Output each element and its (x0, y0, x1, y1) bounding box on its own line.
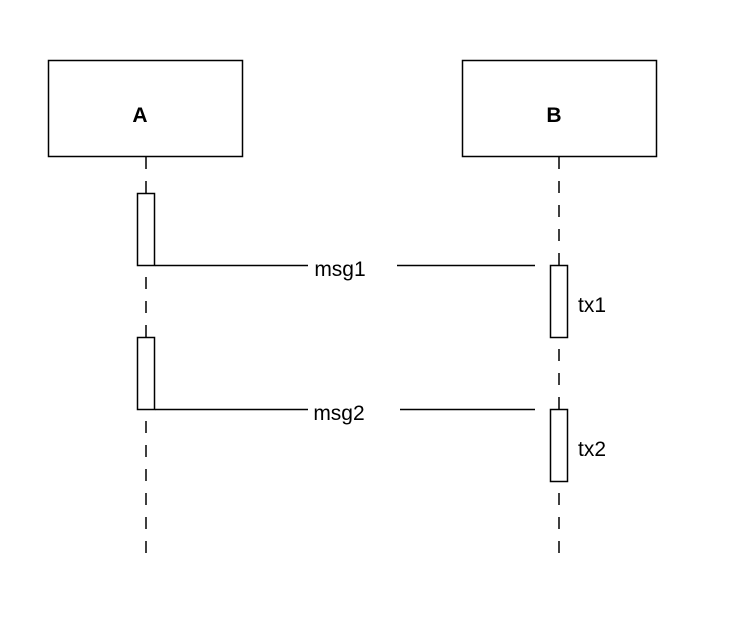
activation-a-2 (136, 336, 156, 411)
activation-label-tx1: tx1 (578, 294, 606, 317)
participant-b-label: B (546, 104, 561, 127)
message-label: msg1 (314, 258, 365, 281)
message-msg2: msg2 (155, 402, 535, 425)
message-label: msg2 (313, 402, 364, 425)
participant-a-box (47, 59, 244, 158)
activation-b-2 (549, 408, 569, 483)
participant-b-box (461, 59, 658, 158)
participant-a-label: A (132, 104, 147, 127)
message-msg1: msg1 (155, 258, 535, 281)
activation-label-tx2: tx2 (578, 438, 606, 461)
activation-b-1 (549, 264, 569, 339)
participant-b: B (461, 59, 658, 557)
activation-a-1 (136, 192, 156, 267)
participant-a: A (47, 59, 244, 557)
